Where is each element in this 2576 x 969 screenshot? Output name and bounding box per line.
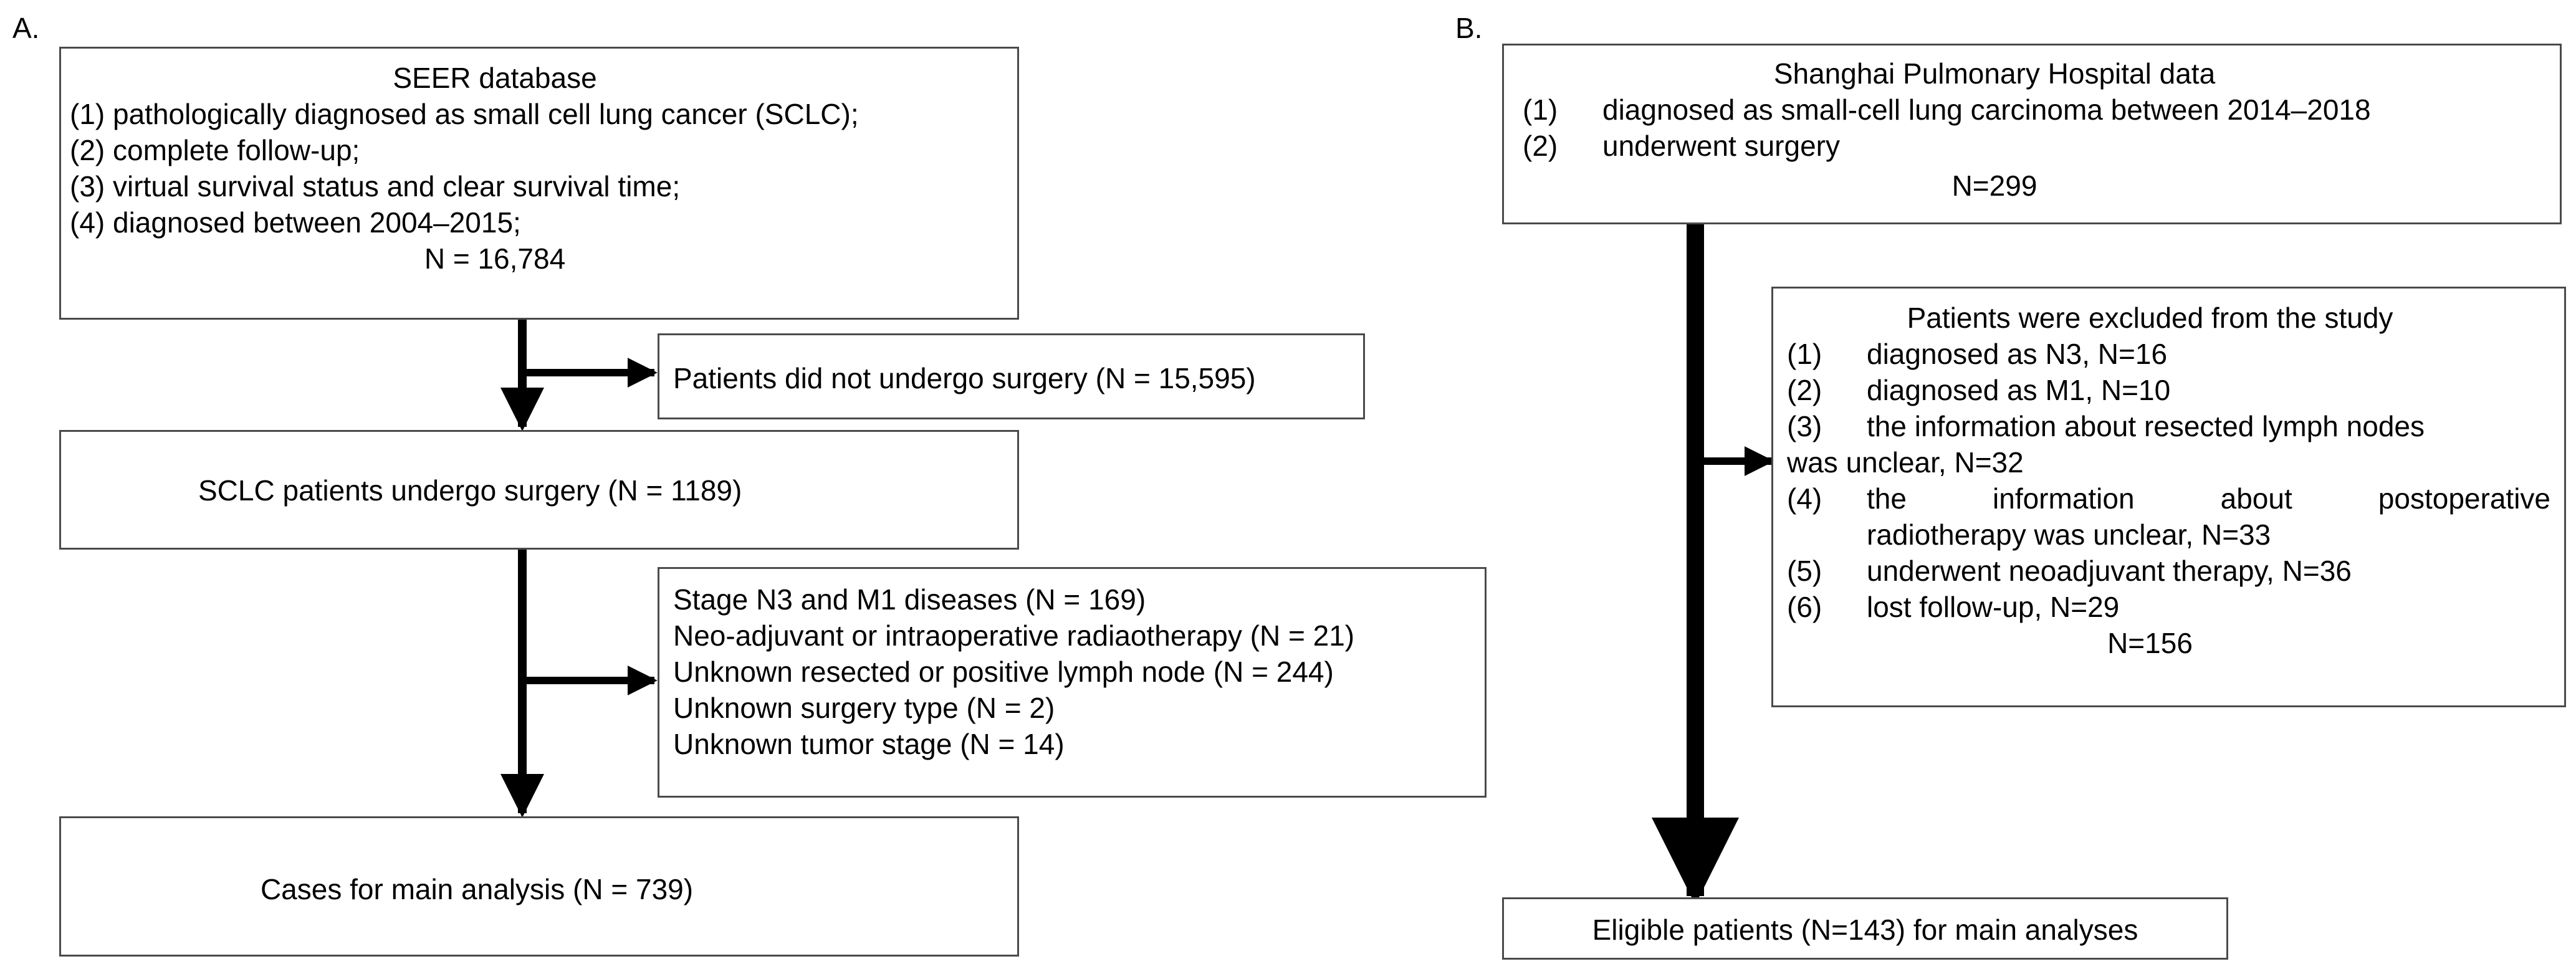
exclusions-box: Stage N3 and M1 diseases (N = 169) Neo-a… — [658, 567, 1487, 798]
excluded-item-1: (1) diagnosed as N3, N=16 — [1787, 336, 2550, 372]
exclusion-item: Unknown surgery type (N = 2) — [673, 692, 1055, 724]
excluded-item-text: radiotherapy was unclear, N=33 — [1867, 518, 2271, 551]
excluded-box-count: N=156 — [2107, 627, 2193, 659]
excluded-item-text: diagnosed as M1, N=10 — [1867, 374, 2171, 406]
excluded-box-title: Patients were excluded from the study — [1907, 302, 2393, 334]
excluded-item-2: (2) diagnosed as M1, N=10 — [1787, 372, 2550, 408]
seer-criterion-1: (1) pathologically diagnosed as small ce… — [70, 98, 859, 130]
excluded-item-number: (1) — [1787, 338, 1822, 370]
excluded-item-number: (4) — [1787, 482, 1822, 515]
no-surgery-text: Patients did not undergo surgery (N = 15… — [673, 362, 1256, 394]
source-box-count: N=299 — [1951, 169, 2037, 202]
excluded-item-text: diagnosed as N3, N=16 — [1867, 338, 2168, 370]
excluded-item-6: (6) lost follow-up, N=29 — [1787, 589, 2550, 625]
source-data-box: Shanghai Pulmonary Hospital data (1) dia… — [1502, 44, 2562, 224]
criterion-text: diagnosed as small-cell lung carcinoma b… — [1602, 93, 2371, 126]
excluded-patients-box: Patients were excluded from the study (1… — [1771, 287, 2566, 707]
no-surgery-box: Patients did not undergo surgery (N = 15… — [658, 333, 1365, 419]
excluded-item-number: (5) — [1787, 555, 1822, 587]
excluded-item-text: lost follow-up, N=29 — [1867, 591, 2120, 623]
source-box-title: Shanghai Pulmonary Hospital data — [1773, 57, 2216, 90]
excluded-item-number: (2) — [1787, 374, 1822, 406]
excluded-item-number: (6) — [1787, 591, 1822, 623]
seer-database-box: SEER database (1) pathologically diagnos… — [59, 47, 1019, 320]
excluded-item-number: (3) — [1787, 410, 1822, 442]
criterion-number: (2) — [1523, 130, 1558, 162]
seer-criterion-2: (2) complete follow-up; — [70, 134, 360, 166]
final-analysis-text: Cases for main analysis (N = 739) — [260, 873, 694, 905]
exclusion-item: Unknown resected or positive lymph node … — [673, 656, 1334, 688]
exclusion-item: Unknown tumor stage (N = 14) — [673, 728, 1065, 760]
surgery-text: SCLC patients undergo surgery (N = 1189) — [198, 474, 742, 507]
eligible-patients-box: Eligible patients (N=143) for main analy… — [1502, 897, 2228, 960]
seer-box-title: SEER database — [393, 62, 597, 94]
criterion-number: (1) — [1523, 93, 1558, 126]
source-criterion-2: (2) underwent surgery — [1523, 128, 2541, 164]
criterion-text: underwent surgery — [1602, 130, 1840, 162]
excluded-item-text: the information about resected lymph nod… — [1867, 410, 2425, 442]
excluded-item-text: underwent neoadjuvant therapy, N=36 — [1867, 555, 2352, 587]
panel-a-label: A. — [12, 12, 40, 44]
excluded-item-3: (3) the information about resected lymph… — [1787, 408, 2550, 444]
panel-b-label: B. — [1455, 12, 1483, 44]
seer-criterion-4: (4) diagnosed between 2004–2015; — [70, 206, 521, 239]
excluded-item-4-continued: radiotherapy was unclear, N=33 — [1787, 517, 2550, 553]
source-criterion-1: (1) diagnosed as small-cell lung carcino… — [1523, 92, 2541, 128]
excluded-item-4: (4) the information about postoperative — [1787, 480, 2550, 517]
excluded-item-text: the information about postoperative — [1867, 482, 2550, 515]
seer-box-count: N = 16,784 — [424, 242, 566, 275]
excluded-item-5: (5) underwent neoadjuvant therapy, N=36 — [1787, 553, 2550, 589]
exclusion-item: Stage N3 and M1 diseases (N = 169) — [673, 583, 1146, 616]
seer-criterion-3: (3) virtual survival status and clear su… — [70, 170, 681, 203]
exclusion-item: Neo-adjuvant or intraoperative radiaothe… — [673, 619, 1355, 652]
eligible-patients-text: Eligible patients (N=143) for main analy… — [1592, 914, 2138, 946]
surgery-box: SCLC patients undergo surgery (N = 1189) — [59, 430, 1019, 550]
final-analysis-box: Cases for main analysis (N = 739) — [59, 816, 1019, 957]
excluded-item-3-continued: was unclear, N=32 — [1787, 446, 2024, 479]
